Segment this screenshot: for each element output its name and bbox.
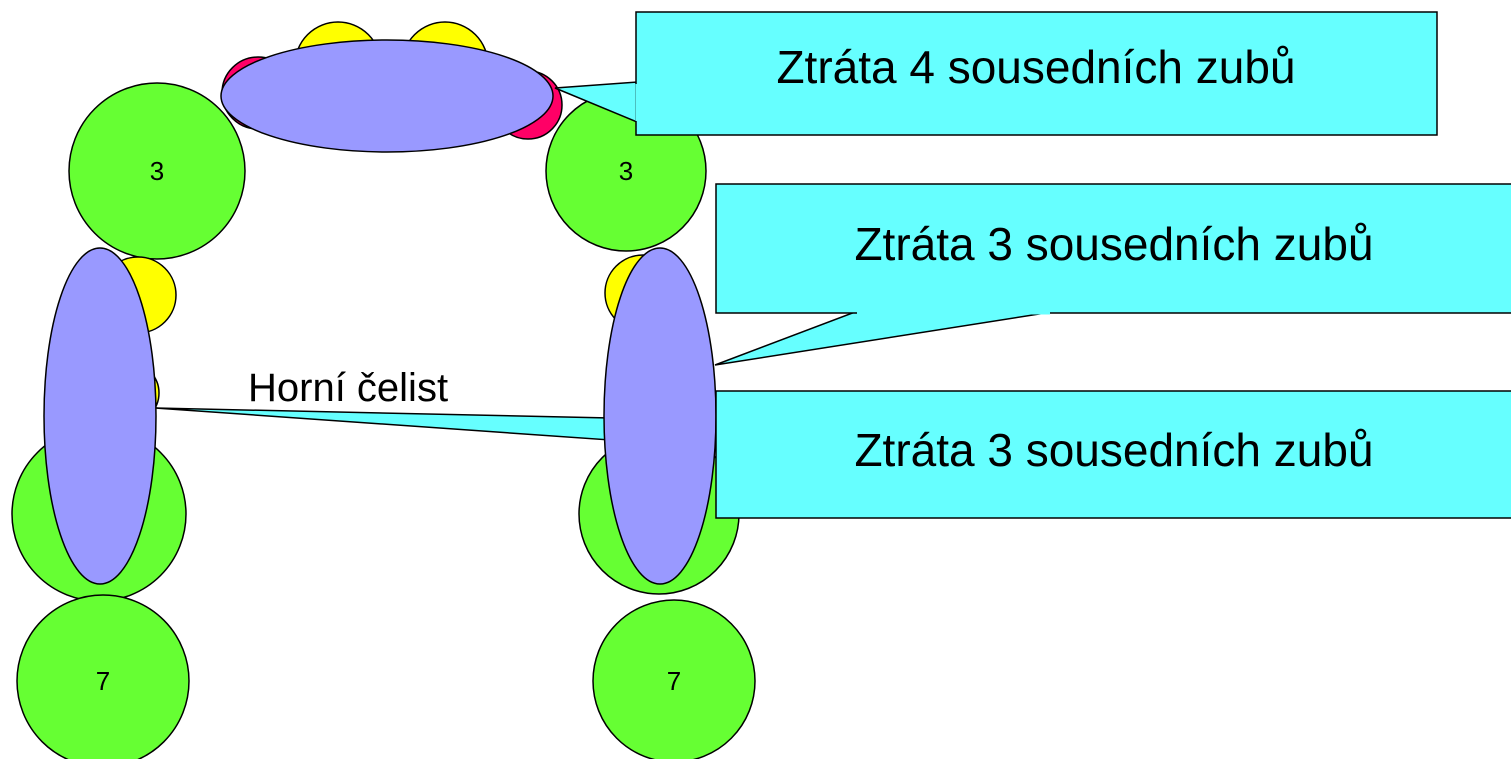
- missing-teeth-marker-left: [43, 247, 157, 585]
- callout-box-bottom: [715, 390, 1511, 519]
- callout-box-middle: [715, 183, 1511, 314]
- callout-box-top: [635, 11, 1438, 136]
- callout-text-middle: Ztráta 3 sousedních zubů: [854, 218, 1373, 270]
- missing-teeth-marker-front: [220, 39, 554, 153]
- tooth-number-label: 3: [619, 156, 633, 186]
- callout-pointer-bottom: [154, 407, 611, 441]
- molar-7-left: [16, 594, 190, 764]
- canine-tooth-left: [68, 82, 246, 260]
- callout-text-bottom: Ztráta 3 sousedních zubů: [854, 424, 1373, 476]
- jaw-label: Horní čelist: [248, 366, 448, 410]
- tooth-number-label: 7: [667, 666, 681, 696]
- tooth-number-label: 3: [150, 156, 164, 186]
- callout-text-top: Ztráta 4 sousedních zubů: [776, 41, 1295, 93]
- callout-pointer-middle: [714, 311, 1053, 366]
- missing-teeth-marker-right: [603, 247, 717, 585]
- tooth-number-label: 7: [96, 666, 110, 696]
